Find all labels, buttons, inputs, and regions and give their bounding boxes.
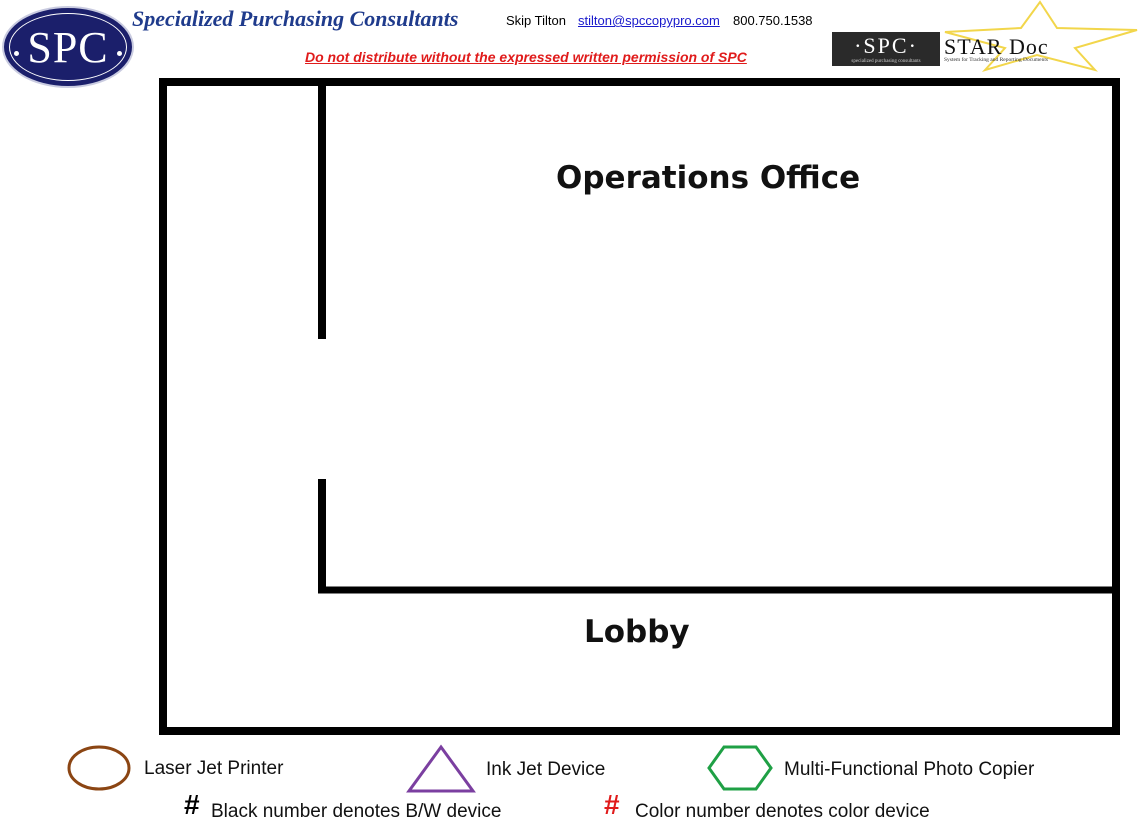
contact-email-link[interactable]: stilton@spccopypro.com bbox=[578, 13, 720, 28]
photo-copier-hexagon-icon bbox=[707, 745, 773, 791]
spc-logo-text: SPC bbox=[27, 22, 109, 72]
red-hash-icon: # bbox=[604, 789, 620, 820]
legend-color-note: Color number denotes color device bbox=[635, 801, 930, 822]
stardoc-spc-logo: ·SPC· specialized purchasing consultants bbox=[832, 32, 940, 66]
stardoc-title: STAR Doc bbox=[944, 34, 1049, 59]
distribution-notice: Do not distribute without the expressed … bbox=[305, 49, 747, 65]
outer-wall bbox=[159, 78, 1120, 735]
company-name: Specialized Purchasing Consultants bbox=[132, 6, 459, 31]
stardoc-subtitle: System for Tracking and Reporting Docume… bbox=[944, 57, 1049, 63]
room-label-lobby: Lobby bbox=[584, 614, 690, 650]
laser-jet-circle-icon bbox=[67, 745, 131, 791]
legend-laser-jet-label: Laser Jet Printer bbox=[144, 758, 284, 779]
room-label-operations-office: Operations Office bbox=[556, 160, 861, 196]
black-hash-icon: # bbox=[184, 789, 200, 820]
stardoc-spc-small: specialized purchasing consultants bbox=[851, 59, 921, 64]
contact-name: Skip Tilton bbox=[506, 13, 566, 28]
stardoc-spc-text: ·SPC· bbox=[854, 33, 918, 58]
ink-jet-triangle-icon bbox=[406, 744, 476, 793]
legend-ink-jet-label: Ink Jet Device bbox=[486, 759, 606, 780]
star-icon bbox=[944, 0, 1138, 72]
legend-photo-copier-label: Multi-Functional Photo Copier bbox=[784, 759, 1035, 780]
legend-bw-note: Black number denotes B/W device bbox=[211, 801, 502, 822]
spc-logo: SPC bbox=[2, 6, 134, 88]
contact-phone: 800.750.1538 bbox=[733, 13, 813, 28]
